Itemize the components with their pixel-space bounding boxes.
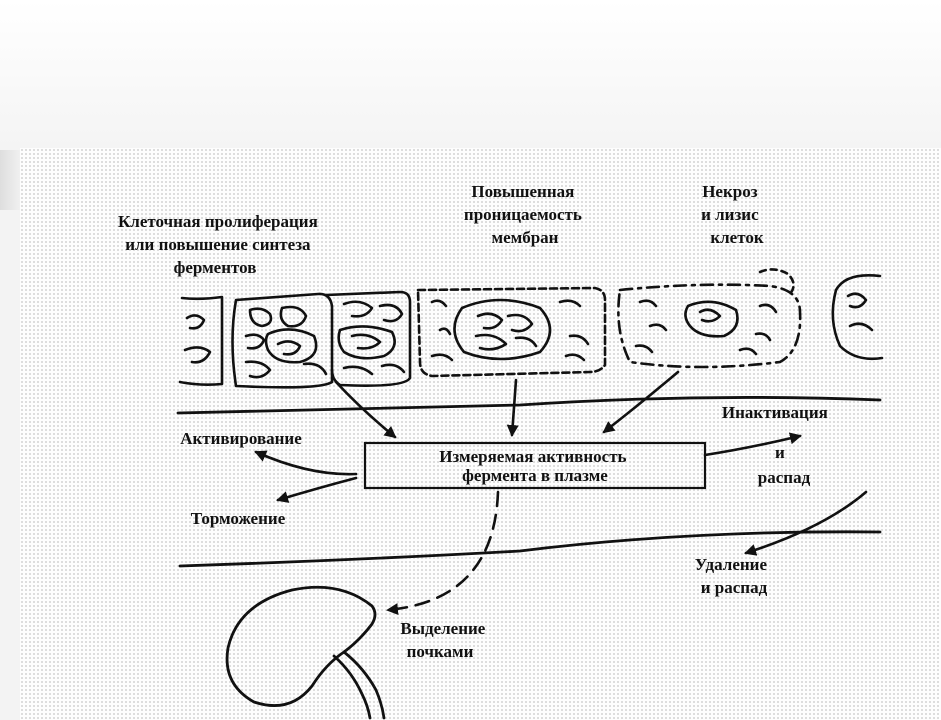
arrow-to-removal	[744, 490, 868, 556]
arrow-to-kidney-dashed	[386, 490, 500, 616]
arrow-necrosis-to-plasma	[602, 370, 680, 434]
cell-left-partial	[178, 295, 224, 386]
labels: Клеточная пролиферация или повышение син…	[118, 182, 832, 661]
cells-row	[178, 268, 884, 389]
measured-activity-box	[363, 441, 707, 490]
vessel-walls	[176, 396, 882, 568]
label-permeability: Повышенная проницаемость мембран	[464, 182, 586, 247]
arrow-proliferation-to-plasma	[334, 380, 397, 439]
label-removal: Удаление и распад	[695, 555, 772, 597]
kidney-icon	[225, 585, 386, 720]
label-measured-activity: Измеряемая активность фермента в плазме	[439, 447, 631, 485]
arrow-to-inhibition	[276, 476, 358, 503]
arrows	[254, 370, 868, 616]
arrow-to-activation	[254, 450, 358, 476]
label-activation: Активирование	[180, 429, 302, 448]
cell-right-partial	[831, 274, 884, 361]
label-inactivation: Инактивация и распад	[722, 403, 832, 487]
label-excretion: Выделение почками	[400, 619, 489, 661]
arrow-to-inactivation	[703, 432, 802, 457]
cell-proliferating	[231, 290, 412, 389]
slide-left-shadow	[0, 150, 20, 210]
slide-top-band	[0, 0, 941, 150]
vessel-wall-upper	[176, 396, 882, 415]
label-necrosis: Некроз и лизис клеток	[701, 182, 764, 247]
diagram-figure-panel	[20, 148, 941, 720]
vessel-wall-lower	[178, 530, 882, 568]
arrow-permeability-to-plasma	[506, 378, 519, 437]
label-proliferation: Клеточная пролиферация или повышение син…	[118, 212, 322, 277]
cell-permeable	[416, 286, 607, 378]
cell-necrotic	[617, 268, 802, 369]
label-inhibition: Торможение	[191, 509, 286, 528]
